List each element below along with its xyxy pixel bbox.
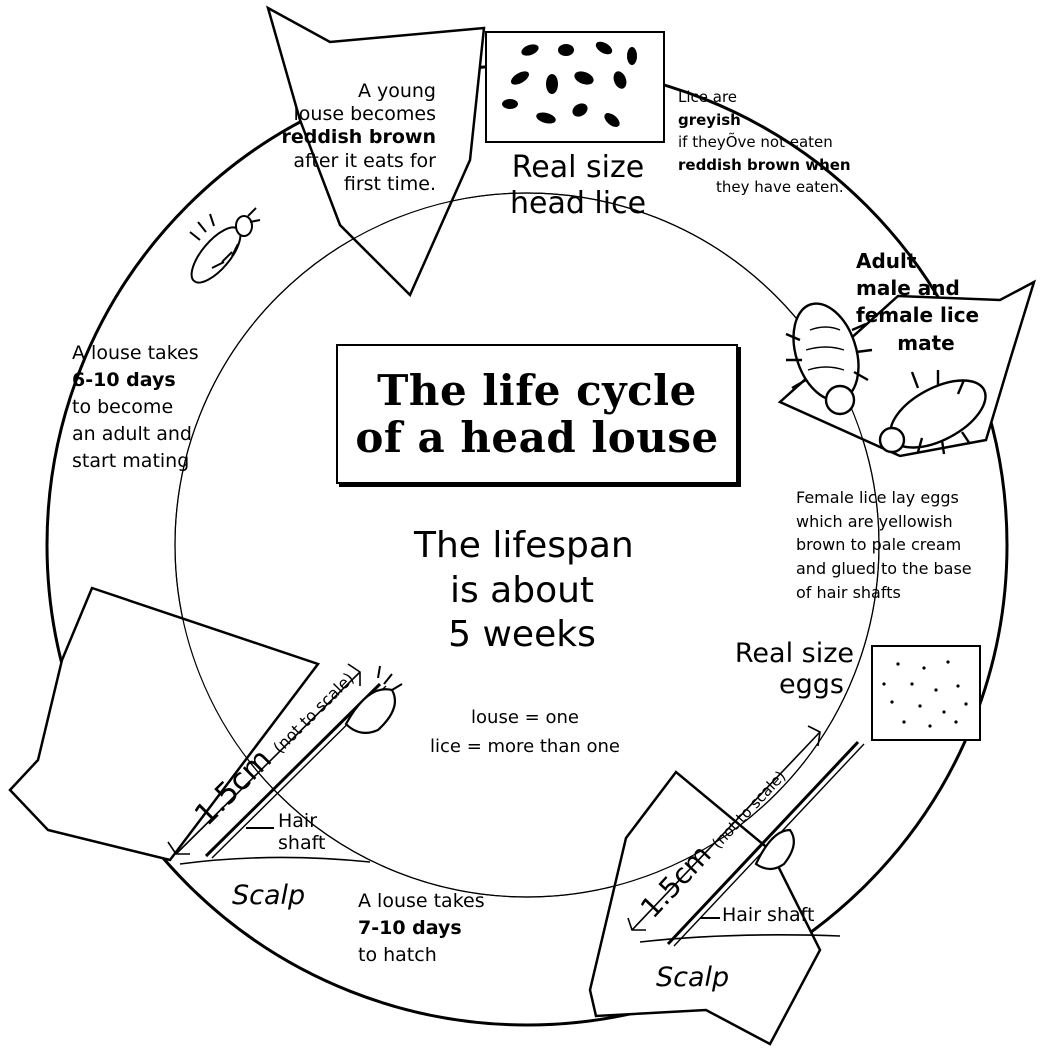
adult-time-line: an adult and (72, 421, 199, 448)
mate-line: mate (856, 330, 996, 357)
mate-line: female lice (856, 302, 996, 329)
mate-line: male and (856, 275, 996, 302)
lifespan-text: The lifespan is about 5 weeks (414, 524, 630, 658)
eggs-label-line: eggs (718, 669, 854, 700)
real-size-eggs-label: Real size eggs (718, 638, 854, 701)
young-line: louse becomes (236, 103, 436, 126)
hatch-text: A louse takes 7-10 days to hatch (358, 888, 485, 969)
label-line: Real size (490, 150, 666, 186)
hatch-line: 7-10 days (358, 915, 485, 942)
young-line: reddish brown (236, 126, 436, 149)
colour-line: they have eaten. (678, 176, 851, 199)
title-line-1: The life cycle (377, 367, 697, 414)
colour-line: reddish brown when (678, 154, 851, 177)
young-line: after it eats for (236, 150, 436, 173)
right-hair-shaft-label: Hair shaft (722, 904, 814, 926)
louse-lice-note: louse = one lice = more than one (420, 704, 630, 762)
title-box: The life cycle of a head louse (336, 344, 738, 484)
colour-line: Lice are (678, 86, 851, 109)
note-line: louse = one (420, 704, 630, 733)
hatch-line: to hatch (358, 942, 485, 969)
eggs-label-line: Real size (718, 638, 854, 669)
colour-line: if theyÕve not eaten (678, 131, 851, 154)
real-size-eggs-box (872, 646, 980, 740)
young-line: A young (236, 80, 436, 103)
left-scalp-label: Scalp (232, 880, 305, 912)
young-louse-text: A young louse becomes reddish brown afte… (236, 80, 436, 196)
young-line: first time. (236, 173, 436, 196)
eggs-line: Female lice lay eggs (796, 486, 972, 510)
eggs-line: which are yellowish (796, 510, 972, 534)
title-line-2: of a head louse (355, 414, 718, 461)
lay-eggs-text: Female lice lay eggs which are yellowish… (796, 486, 972, 604)
adult-time-line: to become (72, 394, 199, 421)
lice-colour-text: Lice are greyish if theyÕve not eaten re… (678, 86, 851, 199)
lifespan-line: The lifespan (414, 524, 630, 569)
eggs-line: of hair shafts (796, 581, 972, 605)
adult-time-text: A louse takes 6-10 days to become an adu… (72, 340, 199, 475)
hair-line: shaft (278, 832, 325, 854)
hatch-line: A louse takes (358, 888, 485, 915)
left-hair-shaft-label: Hair shaft (278, 810, 325, 854)
mate-line: Adult (856, 248, 996, 275)
eggs-line: and glued to the base (796, 557, 972, 581)
adult-time-line: A louse takes (72, 340, 199, 367)
adult-time-line: start mating (72, 448, 199, 475)
label-line: head lice (490, 186, 666, 222)
real-size-lice-label: Real size head lice (490, 150, 666, 222)
note-line: lice = more than one (420, 733, 630, 762)
adult-time-line: 6-10 days (72, 367, 199, 394)
real-size-lice-box (486, 32, 664, 142)
hair-line: Hair (278, 810, 325, 832)
lifespan-line: is about (414, 569, 630, 614)
eggs-line: brown to pale cream (796, 533, 972, 557)
colour-line: greyish (678, 109, 851, 132)
adult-mate-text: Adult male and female lice mate (856, 248, 996, 357)
right-scalp-label: Scalp (656, 962, 729, 994)
lifespan-line: 5 weeks (414, 613, 630, 658)
